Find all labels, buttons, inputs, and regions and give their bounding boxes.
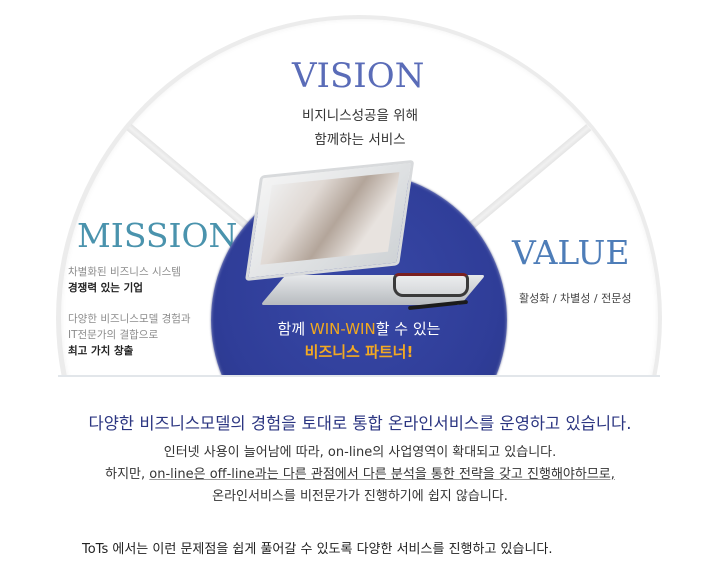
glasses-icon [393, 273, 469, 297]
mission-line-3: 다양한 비즈니스모델 경험과 [68, 313, 191, 325]
body-line-2-underlined: on-line은 off-line과는 다른 관점에서 다른 분석을 통한 전략… [149, 467, 615, 482]
vision-title: VISION [292, 56, 425, 96]
body-paragraph: 인터넷 사용이 늘어남에 따라, on-line의 사업영역이 확대되고 있습니… [0, 442, 720, 508]
mission-line-1: 차별화된 비즈니스 시스템 [68, 266, 181, 278]
body-line-2: 하지만, on-line은 off-line과는 다른 관점에서 다른 분석을 … [0, 464, 720, 486]
slogan-prefix: 함께 [277, 320, 310, 338]
mission-line-5: 최고 가치 창출 [68, 345, 134, 357]
mission-description: 차별화된 비즈니스 시스템 경쟁력 있는 기업 다양한 비즈니스모델 경험과 I… [68, 264, 238, 359]
vision-line-1: 비지니스성공을 위해 [301, 108, 419, 124]
vision-mission-value-diagram: VISION 비지니스성공을 위해 함께하는 서비스 MISSION 차별화된 … [56, 15, 662, 380]
laptop-illustration [243, 159, 486, 315]
mission-line-2: 경쟁력 있는 기업 [68, 282, 143, 294]
value-title: VALUE [512, 233, 630, 272]
body-line-2-prefix: 하지만, [105, 467, 150, 482]
value-description: 활성화 / 차별성 / 전문성 [519, 292, 632, 305]
diagram-baseline [58, 375, 660, 377]
slogan-highlight: WIN-WIN [309, 320, 376, 338]
laptop-screen [245, 159, 415, 281]
page-headline: 다양한 비즈니스모델의 경험을 토대로 통합 온라인서비스를 운영하고 있습니다… [88, 414, 632, 433]
vision-line-2: 함께하는 서비스 [314, 132, 406, 148]
slogan-line-1: 함께 WIN-WIN할 수 있는 [212, 318, 506, 340]
body-line-3: 온라인서비스를 비전문가가 진행하기에 쉽지 않습니다. [212, 489, 508, 504]
center-slogan: 함께 WIN-WIN할 수 있는 비즈니스 파트너! [212, 318, 506, 364]
vision-description: 비지니스성공을 위해 함께하는 서비스 [260, 104, 460, 152]
mission-line-4: IT전문가의 결합으로 [68, 329, 159, 341]
body-line-1: 인터넷 사용이 늘어남에 따라, on-line의 사업영역이 확대되고 있습니… [163, 445, 557, 460]
mission-title: MISSION [77, 216, 238, 255]
closing-statement: ToTs 에서는 이런 문제점을 쉽게 풀어갈 수 있도록 다양한 서비스를 진… [82, 542, 553, 557]
slogan-suffix: 할 수 있는 [375, 320, 441, 338]
slogan-line-2: 비즈니스 파트너! [304, 343, 414, 361]
